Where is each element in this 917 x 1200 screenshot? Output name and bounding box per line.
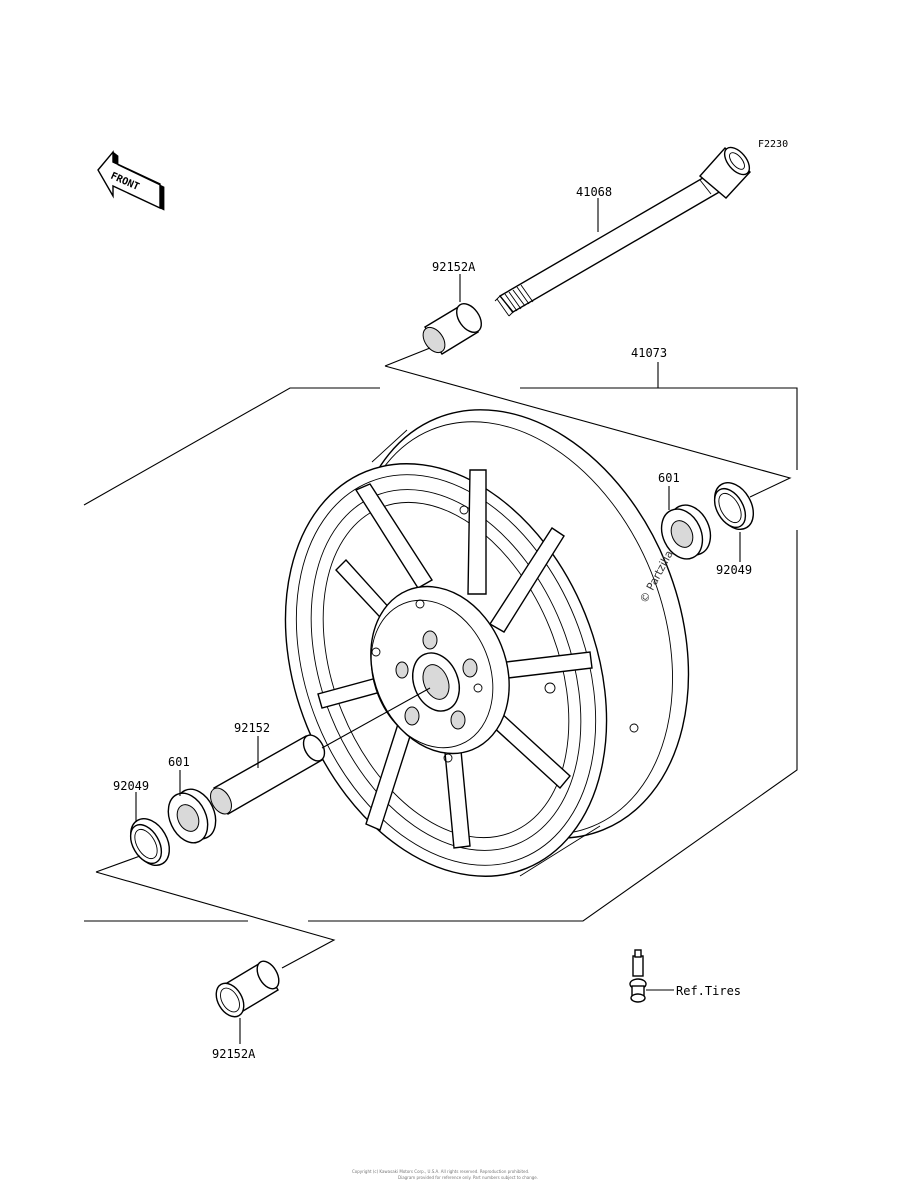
bearing-left — [167, 788, 217, 844]
axle-part-number: 41068 — [576, 185, 612, 199]
footer-line-2: Diagram provided for reference only. Par… — [398, 1175, 538, 1180]
seal-left — [129, 818, 171, 866]
figure-code: F2230 — [758, 139, 788, 150]
valve-reference-label: Ref.Tires — [676, 984, 741, 998]
collar-top-part-number: 92152A — [432, 260, 476, 274]
seal-right — [713, 482, 755, 530]
bearing-right — [660, 504, 712, 560]
collar-top — [422, 302, 483, 355]
tire-valve — [629, 949, 647, 1003]
bearing-right-part-number: 601 — [658, 471, 680, 485]
front-direction-arrow-icon: FRONT — [97, 150, 165, 211]
spacer-part-number: 92152 — [234, 721, 270, 735]
bearing-left-part-number: 601 — [168, 755, 190, 769]
spacer — [210, 734, 326, 815]
seal-left-part-number: 92049 — [113, 779, 149, 793]
seal-right-part-number: 92049 — [716, 563, 752, 577]
front-wheel — [284, 409, 690, 877]
footer-line-1: Copyright (c) Kawasaki Motors Corp., U.S… — [352, 1169, 529, 1174]
collar-bottom-part-number: 92152A — [212, 1047, 256, 1061]
wheel-part-number: 41073 — [631, 346, 667, 360]
axle — [494, 146, 751, 317]
collar-bottom — [215, 960, 280, 1018]
